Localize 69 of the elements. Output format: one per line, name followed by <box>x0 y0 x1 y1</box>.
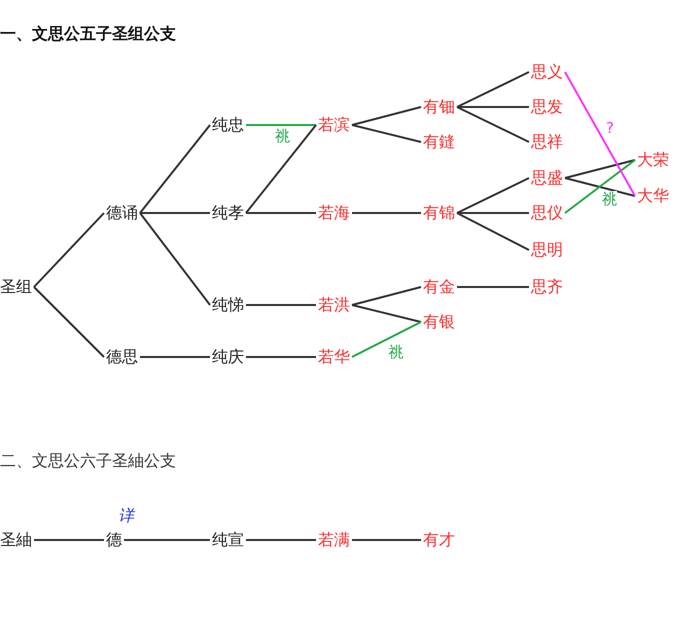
connector-line <box>246 304 316 306</box>
name-label: 思盛 <box>531 168 563 188</box>
name-label: 纯悌 <box>212 295 244 315</box>
name-label: 思义 <box>531 62 563 82</box>
connector-line <box>352 321 422 358</box>
name-label: 纯孝 <box>212 203 244 223</box>
connector-line <box>352 124 422 143</box>
connector-line <box>457 212 529 214</box>
name-label: 有银 <box>423 312 455 332</box>
edge-label: 祧 <box>602 190 617 206</box>
name-label: 若洪 <box>318 295 350 315</box>
name-label: 德诵 <box>106 203 138 223</box>
name-label: 有鏠 <box>423 132 455 152</box>
connector-line <box>456 177 530 214</box>
connector-line <box>33 212 105 288</box>
connector-line <box>352 304 422 323</box>
connector-line <box>246 124 316 126</box>
connector-line <box>456 212 530 251</box>
heading: 一、文思公五子圣组公支 <box>0 24 176 44</box>
name-label: 思齐 <box>531 277 563 297</box>
connector-line <box>352 539 421 541</box>
connector-line <box>34 539 104 541</box>
edge-label: ? <box>606 120 614 136</box>
name-label: 大荣 <box>637 150 669 170</box>
name-label: 思仪 <box>531 203 563 223</box>
connector-line <box>457 286 529 288</box>
connector-line <box>564 177 636 197</box>
connector-line <box>245 124 317 214</box>
name-label: 若华 <box>318 347 350 367</box>
name-label: 德思 <box>106 347 138 367</box>
name-label: 有金 <box>423 277 455 297</box>
name-label: 纯宣 <box>212 530 244 550</box>
connector-line <box>352 286 422 306</box>
name-label: 大华 <box>637 186 669 206</box>
connector-line <box>33 286 105 358</box>
connector-line <box>564 72 636 196</box>
name-label: 思祥 <box>531 132 563 152</box>
name-label: 有才 <box>423 530 455 550</box>
name-label: 纯庆 <box>212 347 244 367</box>
connector-line <box>457 106 529 108</box>
connector-line <box>139 212 211 306</box>
name-label: 若海 <box>318 203 350 223</box>
name-label: 圣紬 <box>0 530 32 550</box>
connector-line <box>456 106 530 143</box>
connector-line <box>140 356 210 358</box>
connector-line <box>456 71 530 108</box>
name-label: 纯忠 <box>212 115 244 135</box>
connector-line <box>352 212 421 214</box>
handwritten-note: 详 <box>118 506 134 526</box>
name-label: 若滨 <box>318 115 350 135</box>
name-label: 若满 <box>318 530 350 550</box>
name-label: 有锦 <box>423 203 455 223</box>
connector-line <box>246 356 316 358</box>
heading: 二、文思公六子圣紬公支 <box>0 451 176 471</box>
connector-line <box>139 124 211 214</box>
connector-line <box>564 159 636 179</box>
connector-line <box>124 539 210 541</box>
edge-label: 祧 <box>388 344 404 360</box>
name-label: 德 <box>106 530 122 550</box>
name-label: 思明 <box>531 240 563 260</box>
connector-line <box>564 159 636 214</box>
connector-line <box>352 106 422 126</box>
connector-line <box>140 212 210 214</box>
name-label: 思发 <box>531 97 563 117</box>
edge-label: 祧 <box>275 128 290 144</box>
name-label: 有钿 <box>423 97 455 117</box>
connector-line <box>246 539 316 541</box>
name-label: 圣组 <box>0 277 32 297</box>
connector-line <box>246 212 316 214</box>
